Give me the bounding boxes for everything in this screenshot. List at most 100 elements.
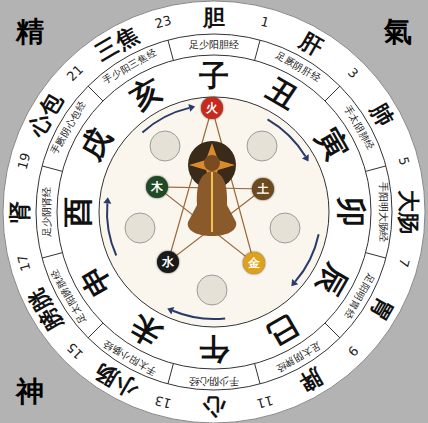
branch-name: 卯 (334, 197, 369, 227)
hour-number: 13 (153, 393, 173, 412)
hour-number: 3 (345, 64, 361, 80)
branch-name: 午 (199, 332, 229, 367)
cycle-arrows (103, 104, 318, 319)
branch-sector: 丑 (259, 69, 305, 120)
cycle-arrow (173, 311, 225, 319)
ring-line (57, 55, 371, 369)
element-circle: 水 (157, 251, 179, 273)
organ-name: 肾 (7, 201, 32, 223)
organ-sector: 心 (203, 391, 225, 421)
divider (42, 166, 62, 171)
element-circle: 木 (146, 176, 168, 198)
vignette (247, 131, 277, 161)
branch-name: 巳 (261, 308, 304, 353)
branch-name: 辰 (310, 259, 355, 302)
organ-name: 心 (203, 394, 225, 419)
branch-name: 未 (124, 308, 167, 353)
figure-head (204, 155, 220, 171)
figure-channel (211, 172, 213, 232)
branch-sector: 亥 (123, 69, 169, 120)
divider (255, 364, 260, 384)
outer-disk (3, 1, 425, 423)
divider (168, 364, 173, 384)
vignette (150, 131, 180, 161)
vignette (125, 213, 155, 243)
organ-sector: 脾 (294, 362, 328, 399)
cycle-arrow (142, 108, 189, 133)
organ-name: 肝 (295, 27, 327, 60)
hour-number: 19 (14, 151, 33, 171)
branch-name: 亥 (124, 71, 167, 116)
element-circle: 火 (201, 97, 223, 119)
branch-sector: 午 (199, 328, 229, 369)
element-name: 水 (162, 254, 174, 271)
hour-number: 23 (153, 12, 173, 31)
meridian-name: 足少阳胆经 (189, 38, 239, 51)
hour-number: 17 (14, 253, 33, 273)
pentagram (157, 108, 263, 263)
branch-name: 申 (73, 259, 118, 302)
element-circle: 土 (252, 178, 274, 200)
divider (366, 166, 386, 171)
hour-number: 9 (345, 343, 361, 359)
organ-sector: 肾 (5, 201, 35, 223)
element-name: 木 (151, 179, 163, 196)
branch-sector: 戌 (71, 121, 122, 167)
figure-body (188, 171, 237, 236)
vignettes (125, 131, 300, 305)
hour-number: 11 (255, 393, 275, 412)
branch-sector: 未 (123, 305, 169, 356)
hour-number: 21 (64, 62, 86, 84)
star-lines (157, 108, 263, 263)
arrow-head (103, 197, 111, 203)
branch-sector: 辰 (307, 257, 358, 303)
organ-sector: 大肠 (393, 190, 423, 234)
hour-number: 7 (396, 257, 413, 269)
arrow-head (302, 154, 309, 161)
meridian-name: 手少阴心经 (189, 373, 239, 386)
center-disk (99, 97, 329, 327)
corner-character: 精 (16, 13, 44, 51)
corner-character: 神 (16, 373, 44, 411)
organ-sector: 胃 (364, 292, 401, 326)
meridian-name: 手阳明大肠经 (375, 182, 388, 242)
organ-name: 胃 (366, 293, 399, 325)
branch-name: 寅 (310, 122, 355, 165)
cycle-arrow (107, 203, 116, 255)
element-name: 土 (257, 181, 269, 198)
organ-name: 胆 (203, 5, 225, 30)
divider (366, 253, 386, 258)
vignette (270, 213, 300, 243)
hour-number: 15 (64, 340, 86, 362)
organ-sector: 肝 (294, 25, 328, 62)
divider (325, 323, 340, 338)
arrow-head (188, 104, 195, 112)
organ-name: 脾 (295, 364, 327, 397)
hour-number: 5 (396, 155, 413, 167)
organ-name: 大肠 (396, 190, 421, 234)
divider (255, 40, 260, 60)
element-name: 火 (206, 100, 218, 117)
meditating-figure (188, 141, 237, 236)
organ-name: 肺 (366, 99, 399, 131)
element-name: 金 (248, 255, 260, 272)
organ-sector: 胆 (203, 3, 225, 33)
ring-line (36, 34, 392, 390)
element-circle: 金 (243, 252, 265, 274)
branch-sector: 寅 (307, 121, 358, 167)
branch-sector: 申 (71, 257, 122, 303)
divider (325, 86, 340, 101)
meridian-name: 足少阴肾经 (40, 187, 53, 237)
branch-sector: 巳 (259, 305, 305, 356)
organ-sector: 肺 (364, 98, 401, 132)
branch-sector: 子 (199, 56, 229, 97)
divider (88, 323, 103, 338)
ring-dividers (42, 40, 386, 384)
divider (42, 253, 62, 258)
branch-sector: 酉 (58, 197, 99, 227)
branch-name: 子 (199, 58, 229, 93)
divider (168, 40, 173, 60)
corner-character: 氣 (384, 13, 412, 51)
arrow-head (167, 307, 174, 314)
arrow-head (291, 279, 298, 286)
